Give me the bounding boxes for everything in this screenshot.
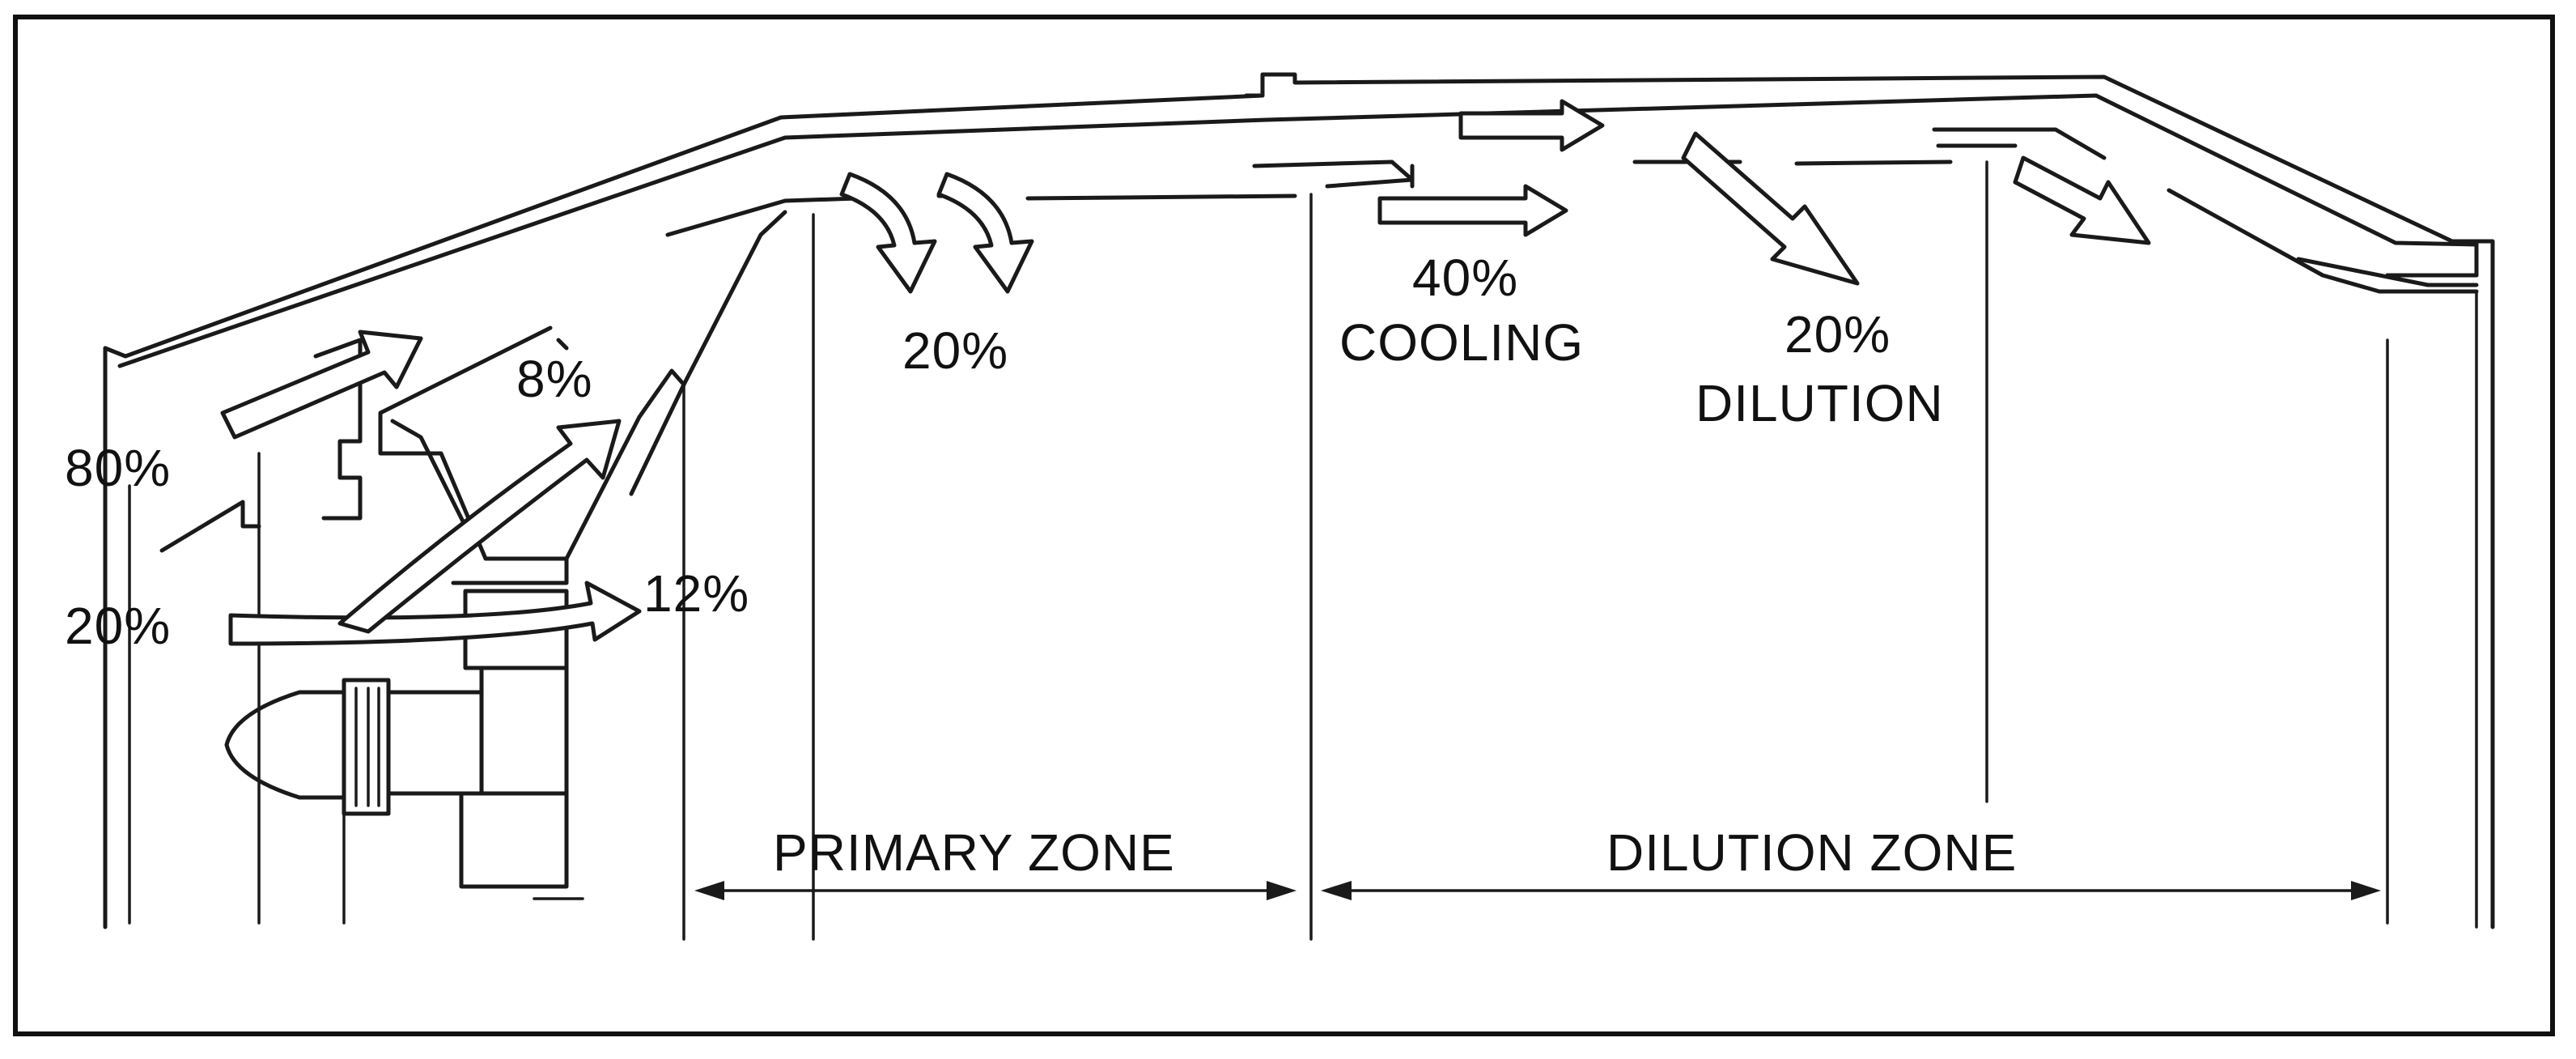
flow-arrow-cooling: [1377, 184, 1568, 237]
label-dilution-zone: DILUTION ZONE: [1606, 823, 2017, 882]
diagram-frame: [13, 15, 2555, 1036]
label-dilution-pct: 20%: [1785, 305, 1891, 364]
label-cooling-pct: 40%: [1412, 249, 1518, 307]
label-swirler-8-pct: 8%: [516, 350, 593, 408]
label-primary-holes-pct: 20%: [902, 321, 1008, 380]
label-bypass-pct: 80%: [65, 439, 171, 497]
flow-arrow-bypass: [220, 330, 423, 440]
flow-arrow-annulus-upper: [1458, 99, 1605, 152]
label-primary-zone: PRIMARY ZONE: [773, 823, 1175, 882]
flow-arrow-primary-1: [839, 172, 937, 294]
flow-arrow-inlet-12: [228, 581, 642, 646]
label-swirler-12-pct: 12%: [643, 564, 749, 623]
flow-arrows: [220, 99, 2151, 646]
zone-dimensions: [694, 881, 2381, 900]
flow-arrow-dilution: [1681, 131, 1860, 286]
labels: 80% 20% 8% 12% 20% 40% COOLING 20% DILUT…: [65, 249, 2017, 882]
combustor-liner: [665, 127, 2479, 294]
flow-arrow-primary-2: [936, 172, 1034, 294]
label-inlet-pct: 20%: [65, 597, 171, 655]
label-dilution-word: DILUTION: [1695, 374, 1944, 432]
label-cooling-word: COOLING: [1339, 313, 1584, 372]
fuel-nozzle: [224, 589, 584, 900]
flow-arrow-dilution-aft: [2013, 155, 2151, 245]
flow-arrow-inlet-8: [337, 419, 622, 634]
